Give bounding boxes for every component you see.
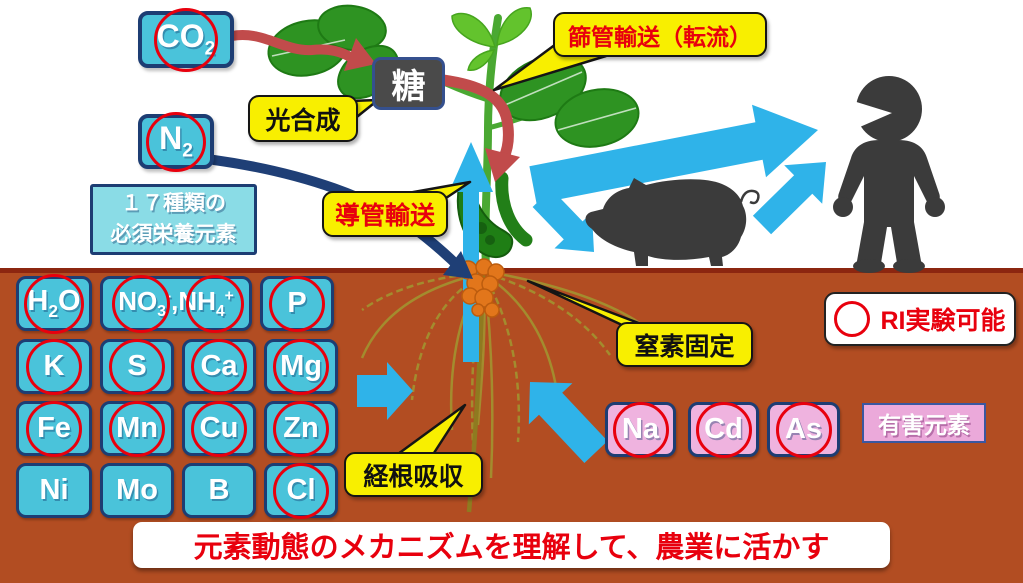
co2-box: CO2 — [138, 7, 234, 72]
element-cell-b: B — [182, 463, 256, 518]
element-cell-fe: Fe — [16, 400, 92, 457]
harmful-element-cd: Cd — [688, 401, 759, 458]
photosynthesis-label: 光合成 — [248, 95, 358, 142]
nitrogen-fixation-label: 窒素固定 — [616, 322, 753, 367]
root-uptake-label: 経根吸収 — [344, 452, 483, 497]
element-cell-cu: Cu — [182, 400, 256, 457]
arrow-co2-to-sugar — [227, 29, 376, 71]
element-cell-ca: Ca — [182, 338, 256, 395]
arrow-xylem-up — [449, 142, 493, 362]
arrow-plant-to-pig — [532, 189, 594, 252]
shoot-tip — [451, 7, 532, 71]
harmful-element-as: As — [767, 401, 840, 458]
n2-box: N2 — [138, 111, 214, 172]
bottom-banner: 元素動態のメカニズムを理解して、農業に活かす — [133, 522, 890, 568]
arrow-harmful-to-roots — [528, 382, 608, 463]
ri-circle-icon — [834, 301, 871, 337]
element-cell-mo: Mo — [100, 463, 174, 518]
root-uptake-tail — [396, 403, 467, 458]
pig-silhouette — [585, 178, 760, 266]
element-cell-p: P — [260, 275, 334, 332]
element-cell-ni: Ni — [16, 463, 92, 518]
phloem-transport-label: 篩管輸送（転流） — [553, 12, 767, 57]
ri-legend: RI実験可能 — [824, 292, 1016, 346]
element-cell-mn: Mn — [100, 400, 174, 457]
element-cell-nitrate-ammonium: NO3-,NH4+ — [100, 274, 252, 333]
arrow-plant-to-human — [529, 104, 818, 204]
essential-elements-box: １７種類の 必須栄養元素 — [90, 184, 257, 255]
harmful-element-na: Na — [605, 401, 676, 458]
root-nodules — [458, 258, 505, 318]
element-cell-h2o: H2O — [16, 273, 92, 334]
sugar-box: 糖 — [372, 57, 445, 110]
arrow-phloem-down — [437, 74, 520, 182]
element-cell-k: K — [16, 338, 92, 395]
arrow-elements-to-roots — [357, 362, 413, 420]
element-cell-cl: Cl — [264, 462, 338, 519]
harmful-elements-label: 有害元素 — [862, 403, 986, 443]
xylem-transport-label: 導管輸送 — [322, 191, 448, 237]
element-cell-mg: Mg — [264, 338, 338, 395]
arrow-pig-to-human — [752, 162, 826, 235]
human-silhouette — [833, 76, 945, 273]
element-cell-s: S — [100, 338, 174, 395]
element-cell-zn: Zn — [264, 400, 338, 457]
